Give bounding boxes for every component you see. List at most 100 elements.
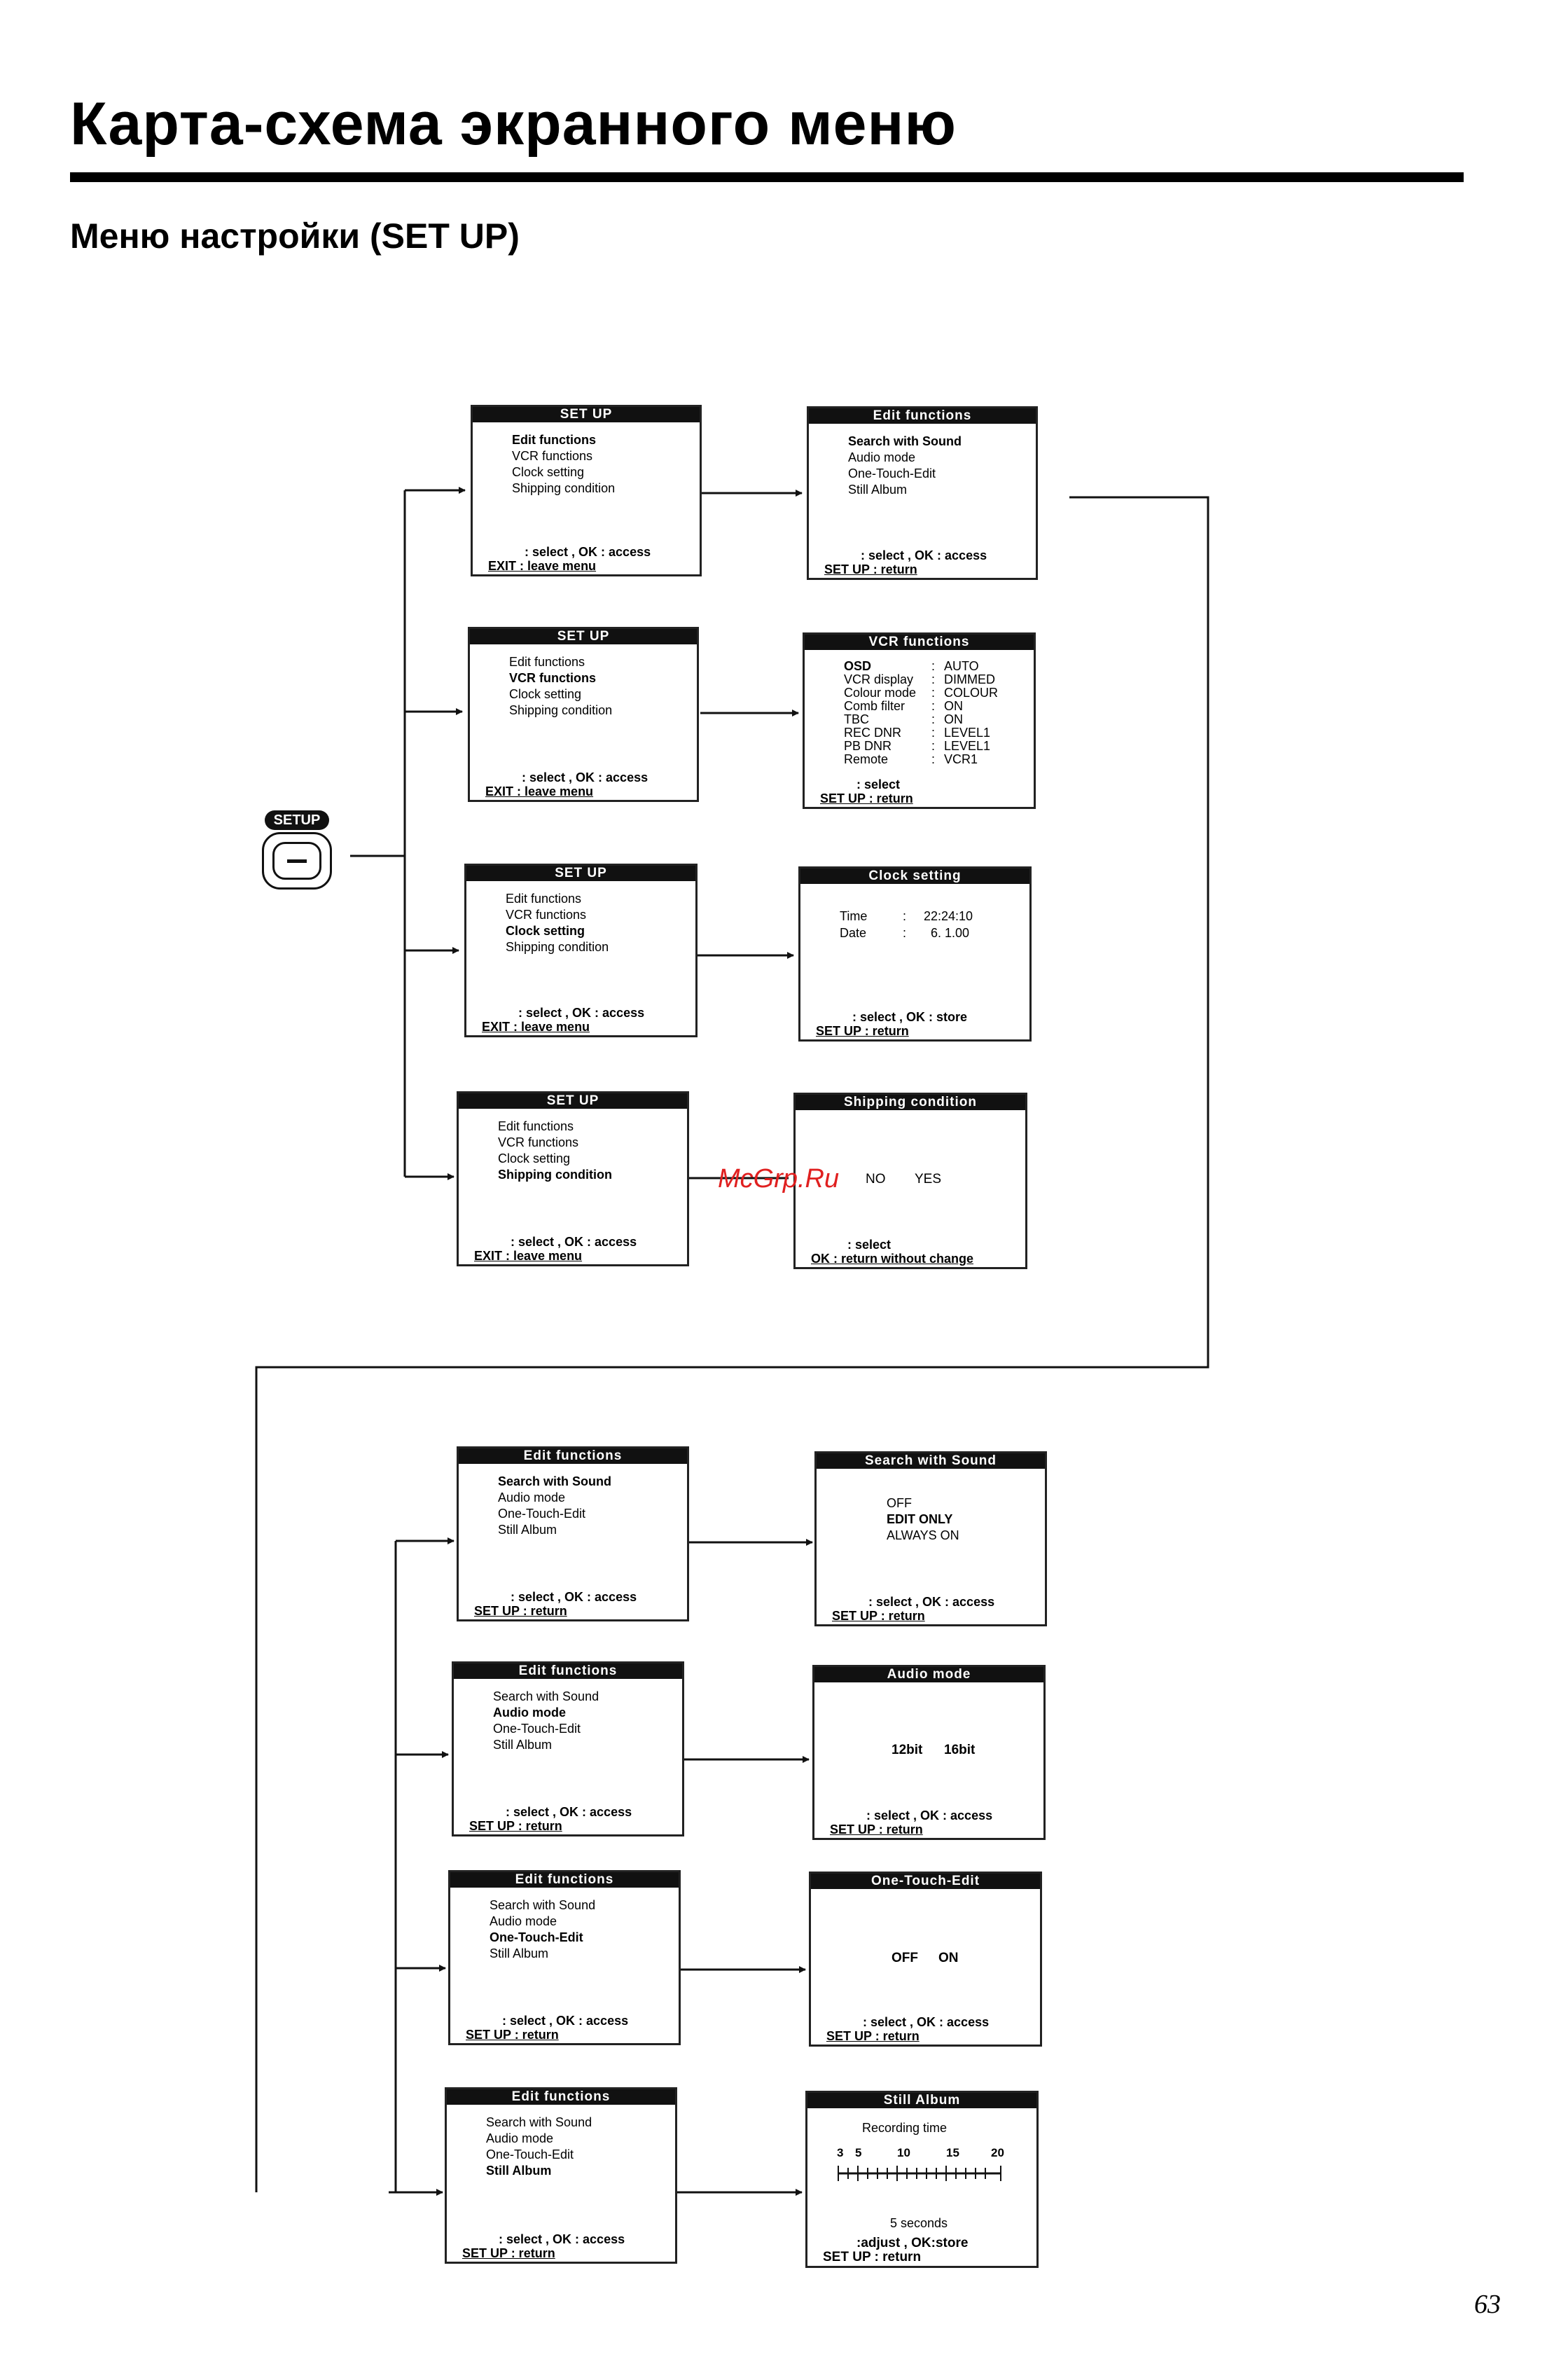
menu-item-one-touch-edit[interactable]: One-Touch-Edit bbox=[493, 1722, 581, 1736]
menu-item-audio-mode[interactable]: Audio mode bbox=[498, 1490, 566, 1504]
sws-option-edit-only[interactable]: EDIT ONLY bbox=[887, 1512, 953, 1526]
menu-item-clock-setting[interactable]: Clock setting bbox=[506, 924, 585, 938]
setting-sep: : bbox=[931, 752, 936, 766]
setup-menu-3-footer: : select , OK : access EXIT : leave menu bbox=[482, 1006, 644, 1034]
vcr-setting-row[interactable]: OSD:AUTO bbox=[844, 660, 998, 673]
footer-select-hint: : select , OK : access bbox=[511, 1235, 637, 1249]
menu-item-still-album[interactable]: Still Album bbox=[486, 2164, 552, 2178]
time-sep: : bbox=[903, 909, 907, 923]
ote-option-off[interactable]: OFF bbox=[891, 1951, 918, 1965]
edit-functions-menu-3-title: Edit functions bbox=[450, 1872, 679, 1888]
menu-item-still-album[interactable]: Still Album bbox=[498, 1523, 557, 1537]
footer-return-hint: SET UP : return bbox=[469, 1819, 562, 1833]
menu-item-edit-functions[interactable]: Edit functions bbox=[512, 433, 596, 447]
menu-item-search-with-sound[interactable]: Search with Sound bbox=[848, 434, 962, 448]
menu-item-one-touch-edit[interactable]: One-Touch-Edit bbox=[848, 466, 936, 480]
setting-value: COLOUR bbox=[944, 686, 999, 700]
footer-exit-hint: EXIT : leave menu bbox=[488, 559, 597, 573]
menu-item-search-with-sound[interactable]: Search with Sound bbox=[490, 1898, 596, 1912]
shipping-option-yes[interactable]: YES bbox=[915, 1172, 942, 1187]
setup-menu-3-title: SET UP bbox=[466, 866, 695, 881]
menu-item-one-touch-edit[interactable]: One-Touch-Edit bbox=[498, 1507, 586, 1521]
menu-item-edit-functions[interactable]: Edit functions bbox=[509, 655, 585, 669]
menu-item-still-album[interactable]: Still Album bbox=[848, 483, 908, 497]
vcr-setting-row[interactable]: Colour mode:COLOUR bbox=[844, 686, 998, 700]
setting-value: LEVEL1 bbox=[944, 726, 991, 740]
menu-item-clock-setting[interactable]: Clock setting bbox=[509, 687, 582, 701]
menu-item-audio-mode[interactable]: Audio mode bbox=[486, 2131, 554, 2145]
clock-fields: Time:22:24:10 Date:6. 1.00 bbox=[840, 908, 973, 941]
setup-button[interactable] bbox=[262, 832, 332, 890]
setup-menu-2: SET UP Edit functions VCR functions Cloc… bbox=[468, 627, 699, 802]
vcr-setting-row[interactable]: REC DNR:LEVEL1 bbox=[844, 726, 998, 740]
setup-menu-2-footer: : select , OK : access EXIT : leave menu bbox=[485, 770, 648, 798]
menu-item-audio-mode[interactable]: Audio mode bbox=[848, 450, 916, 464]
footer-return-hint: SET UP : return bbox=[830, 1822, 923, 1836]
time-value: 22:24:10 bbox=[924, 909, 973, 923]
menu-item-one-touch-edit[interactable]: One-Touch-Edit bbox=[486, 2147, 574, 2161]
footer-select-hint: : select , OK : access bbox=[868, 1595, 995, 1609]
vcr-setting-row[interactable]: VCR display:DIMMED bbox=[844, 673, 998, 686]
audio-mode-menu-footer: : select , OK : access SET UP : return bbox=[830, 1808, 992, 1836]
vcr-setting-row[interactable]: Remote:VCR1 bbox=[844, 753, 998, 766]
audio-mode-menu-title: Audio mode bbox=[814, 1667, 1043, 1682]
footer-select-hint: : select , OK : access bbox=[866, 1808, 993, 1822]
footer-select-hint: : select bbox=[856, 777, 901, 791]
menu-item-audio-mode[interactable]: Audio mode bbox=[493, 1706, 566, 1720]
footer-select-hint: : select , OK : access bbox=[522, 770, 648, 784]
menu-item-search-with-sound[interactable]: Search with Sound bbox=[498, 1474, 612, 1488]
menu-item-edit-functions[interactable]: Edit functions bbox=[506, 892, 582, 906]
clock-date-row[interactable]: Date:6. 1.00 bbox=[840, 925, 973, 941]
footer-select-hint: : select , OK : access bbox=[506, 1805, 632, 1819]
footer-return-hint: SET UP : return bbox=[816, 1024, 909, 1038]
menu-item-still-album[interactable]: Still Album bbox=[490, 1946, 549, 1960]
menu-item-vcr-functions[interactable]: VCR functions bbox=[509, 671, 596, 685]
setting-sep: : bbox=[931, 659, 936, 673]
menu-item-shipping-condition[interactable]: Shipping condition bbox=[512, 481, 616, 495]
setting-value: ON bbox=[944, 699, 963, 713]
footer-return-hint: SET UP : return bbox=[832, 1609, 925, 1623]
audio-option-16bit[interactable]: 16bit bbox=[944, 1743, 976, 1757]
footer-return-hint: SET UP : return bbox=[466, 2028, 559, 2042]
menu-item-audio-mode[interactable]: Audio mode bbox=[490, 1914, 557, 1928]
footer-select-hint: : select , OK : store bbox=[852, 1010, 968, 1024]
ote-option-on[interactable]: ON bbox=[938, 1951, 959, 1965]
menu-item-vcr-functions[interactable]: VCR functions bbox=[506, 908, 587, 922]
page-number: 63 bbox=[1474, 2290, 1501, 2319]
menu-item-shipping-condition[interactable]: Shipping condition bbox=[498, 1168, 612, 1182]
setup-menu-3-list: Edit functions VCR functions Clock setti… bbox=[506, 891, 609, 955]
vcr-setting-row[interactable]: TBC:ON bbox=[844, 713, 998, 726]
menu-item-clock-setting[interactable]: Clock setting bbox=[512, 465, 585, 479]
date-value: 6. 1.00 bbox=[931, 926, 970, 940]
menu-item-still-album[interactable]: Still Album bbox=[493, 1738, 553, 1752]
setting-label: Colour mode bbox=[844, 686, 917, 700]
menu-item-vcr-functions[interactable]: VCR functions bbox=[512, 449, 593, 463]
sws-option-off[interactable]: OFF bbox=[887, 1496, 912, 1510]
vcr-setting-row[interactable]: PB DNR:LEVEL1 bbox=[844, 740, 998, 753]
menu-item-edit-functions[interactable]: Edit functions bbox=[498, 1119, 574, 1133]
scale-label-20: 20 bbox=[991, 2146, 1004, 2159]
vcr-functions-menu-footer: : select SET UP : return bbox=[820, 777, 913, 805]
menu-item-shipping-condition[interactable]: Shipping condition bbox=[506, 940, 609, 954]
setting-value: VCR1 bbox=[944, 752, 978, 766]
clock-time-row[interactable]: Time:22:24:10 bbox=[840, 908, 973, 925]
edit-functions-menu-2-list: Search with Sound Audio mode One-Touch-E… bbox=[493, 1689, 599, 1753]
edit-functions-menu-2-title: Edit functions bbox=[454, 1663, 682, 1679]
menu-item-shipping-condition[interactable]: Shipping condition bbox=[509, 703, 613, 717]
recording-time-label: Recording time bbox=[862, 2121, 948, 2135]
setting-value: ON bbox=[944, 712, 963, 726]
menu-item-clock-setting[interactable]: Clock setting bbox=[498, 1151, 571, 1165]
menu-item-search-with-sound[interactable]: Search with Sound bbox=[486, 2115, 592, 2129]
recording-time-slider[interactable] bbox=[835, 2163, 1011, 2184]
clock-setting-menu-footer: : select , OK : store SET UP : return bbox=[816, 1010, 967, 1038]
menu-item-one-touch-edit[interactable]: One-Touch-Edit bbox=[490, 1930, 583, 1944]
sws-option-always-on[interactable]: ALWAYS ON bbox=[887, 1528, 959, 1542]
vcr-setting-row[interactable]: Comb filter:ON bbox=[844, 700, 998, 713]
audio-option-12bit[interactable]: 12bit bbox=[891, 1743, 923, 1757]
scale-label-15: 15 bbox=[946, 2146, 959, 2159]
search-with-sound-menu-title: Search with Sound bbox=[817, 1453, 1045, 1469]
menu-item-search-with-sound[interactable]: Search with Sound bbox=[493, 1689, 599, 1703]
menu-item-vcr-functions[interactable]: VCR functions bbox=[498, 1135, 579, 1149]
shipping-option-no[interactable]: NO bbox=[866, 1172, 886, 1187]
edit-functions-menu-3: Edit functions Search with Sound Audio m… bbox=[448, 1870, 681, 2045]
